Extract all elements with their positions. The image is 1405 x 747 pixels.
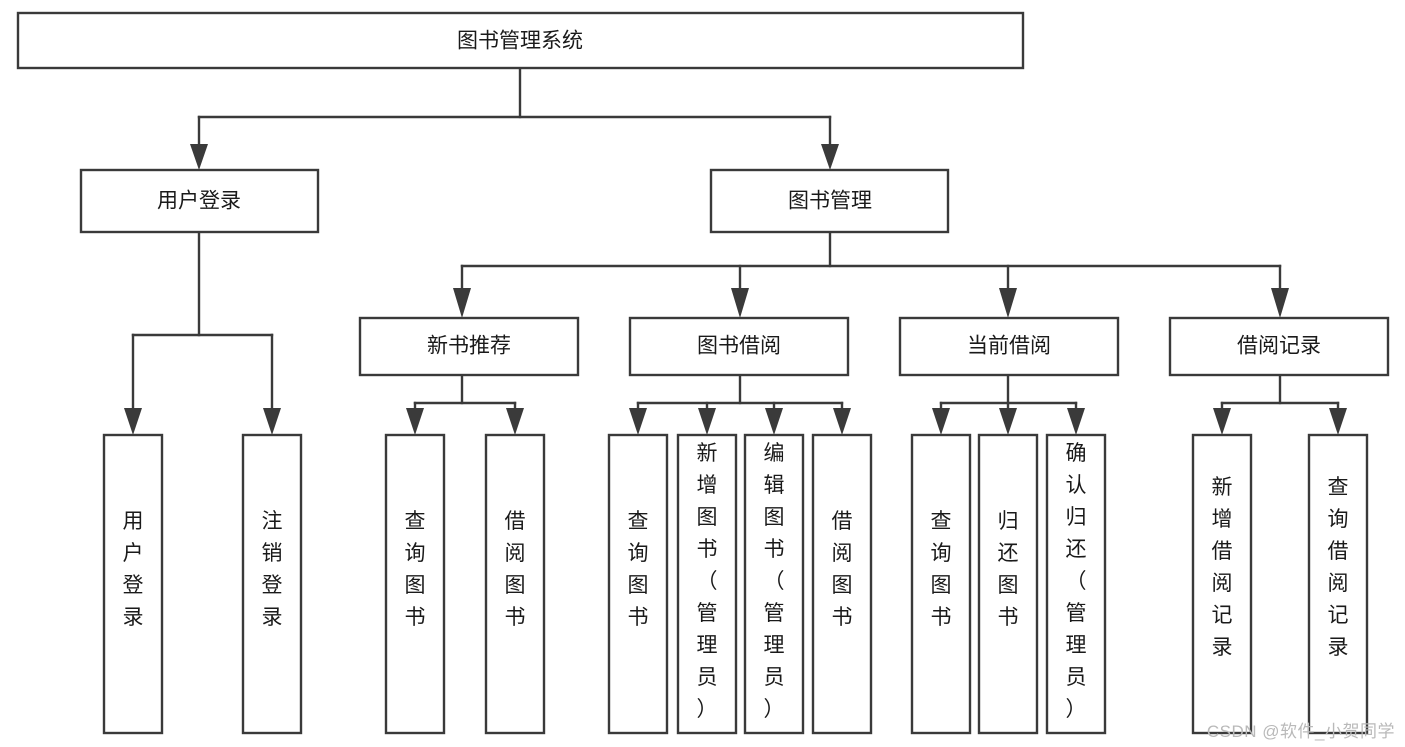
arrowhead-leaf-query-record	[1329, 408, 1347, 435]
arrowhead-leaf-add-book	[698, 408, 716, 435]
leaf-user-login-box[interactable]	[102, 433, 164, 735]
leaf-borrow-book-2-box[interactable]	[811, 433, 873, 735]
node-root[interactable]: 图书管理系统	[16, 11, 1025, 70]
arrowhead-user-login	[190, 144, 208, 170]
leaf-query-book-1-box[interactable]	[384, 433, 446, 735]
arrowhead-leaf-add-record	[1213, 408, 1231, 435]
leaf-add-book-label: 新增图书（管理员）	[697, 442, 718, 721]
leaf-return-book-label: 归还图书	[998, 510, 1019, 629]
leaf-node-query-book-1[interactable]: 查询图书	[384, 433, 446, 735]
node-borrow-record[interactable]: 借阅记录	[1168, 316, 1390, 377]
leaf-query-book-2-box[interactable]	[607, 433, 669, 735]
connector-borrow-record-to-leaves	[1213, 373, 1347, 435]
node-book-management-box[interactable]	[709, 168, 950, 234]
arrowhead-leaf-query-book-3	[932, 408, 950, 435]
arrowhead-new-book-recommend	[453, 288, 471, 318]
leaf-confirm-return-box[interactable]	[1045, 433, 1107, 735]
arrowhead-leaf-borrow-book-2	[833, 408, 851, 435]
leaf-logout-login-label: 注销登录	[262, 510, 283, 629]
arrowhead-book-management	[821, 144, 839, 170]
leaf-user-login-label: 用户登录	[123, 510, 144, 629]
arrowhead-leaf-return-book	[999, 408, 1017, 435]
leaf-node-query-record[interactable]: 查询借阅记录	[1307, 433, 1369, 735]
leaf-add-book-box[interactable]	[676, 433, 738, 735]
leaf-node-edit-book[interactable]: 编辑图书（管理员）	[743, 433, 805, 735]
node-new-book-recommend[interactable]: 新书推荐	[358, 316, 580, 377]
leaf-node-query-book-3[interactable]: 查询图书	[910, 433, 972, 735]
leaf-query-book-2-label: 查询图书	[628, 510, 649, 629]
leaf-add-record-box[interactable]	[1191, 433, 1253, 735]
leaf-query-book-3-box[interactable]	[910, 433, 972, 735]
node-user-login[interactable]: 用户登录	[79, 168, 320, 234]
arrowhead-book-borrow	[731, 288, 749, 318]
connector-book-management-to-level3	[453, 230, 1289, 318]
node-root-box[interactable]	[16, 11, 1025, 70]
leaf-node-add-record[interactable]: 新增借阅记录	[1191, 433, 1253, 735]
node-book-management-label: 图书管理	[788, 190, 872, 213]
connector-current-borrow-to-leaves	[932, 373, 1085, 435]
leaf-logout-login-box[interactable]	[241, 433, 303, 735]
node-current-borrow-label: 当前借阅	[967, 335, 1051, 358]
node-root-label: 图书管理系统	[457, 30, 583, 53]
node-book-borrow-box[interactable]	[628, 316, 850, 377]
leaf-edit-book-box[interactable]	[743, 433, 805, 735]
leaf-borrow-book-1-label: 借阅图书	[505, 510, 526, 629]
connector-user-login-to-leaves	[124, 230, 281, 435]
leaf-node-confirm-return[interactable]: 确认归还（管理员）	[1045, 433, 1107, 735]
arrowhead-current-borrow	[999, 288, 1017, 318]
leaf-query-book-3-label: 查询图书	[931, 510, 952, 629]
leaf-node-borrow-book-2[interactable]: 借阅图书	[811, 433, 873, 735]
leaf-node-logout-login[interactable]: 注销登录	[241, 433, 303, 735]
leaf-return-book-box[interactable]	[977, 433, 1039, 735]
node-new-book-recommend-box[interactable]	[358, 316, 580, 377]
node-borrow-record-label: 借阅记录	[1237, 335, 1321, 358]
node-new-book-recommend-label: 新书推荐	[427, 335, 511, 358]
leaf-node-borrow-book-1[interactable]: 借阅图书	[484, 433, 546, 735]
leaf-node-return-book[interactable]: 归还图书	[977, 433, 1039, 735]
node-book-management[interactable]: 图书管理	[709, 168, 950, 234]
arrowhead-leaf-query-book-1	[406, 408, 424, 435]
arrowhead-leaf-logout-login	[263, 408, 281, 435]
arrowhead-leaf-edit-book	[765, 408, 783, 435]
leaf-query-book-1-label: 查询图书	[405, 510, 426, 629]
leaf-edit-book-label: 编辑图书（管理员）	[764, 442, 785, 721]
leaf-borrow-book-1-box[interactable]	[484, 433, 546, 735]
leaf-confirm-return-label: 确认归还（管理员）	[1066, 442, 1087, 721]
arrowhead-leaf-confirm-return	[1067, 408, 1085, 435]
node-user-login-box[interactable]	[79, 168, 320, 234]
connector-root-to-level2	[190, 66, 839, 170]
leaf-node-user-login[interactable]: 用户登录	[102, 433, 164, 735]
leaf-add-record-label: 新增借阅记录	[1212, 476, 1233, 659]
node-borrow-record-box[interactable]	[1168, 316, 1390, 377]
leaf-node-add-book[interactable]: 新增图书（管理员）	[676, 433, 738, 735]
connector-new-book-recommend-to-leaves	[406, 373, 524, 435]
arrowhead-leaf-user-login	[124, 408, 142, 435]
node-book-borrow[interactable]: 图书借阅	[628, 316, 850, 377]
node-user-login-label: 用户登录	[157, 190, 241, 213]
leaf-borrow-book-2-label: 借阅图书	[832, 510, 853, 629]
leaf-node-query-book-2[interactable]: 查询图书	[607, 433, 669, 735]
connector-book-borrow-to-leaves	[629, 373, 851, 435]
leaf-query-record-label: 查询借阅记录	[1328, 476, 1349, 659]
arrowhead-borrow-record	[1271, 288, 1289, 318]
arrowhead-leaf-query-book-2	[629, 408, 647, 435]
node-book-borrow-label: 图书借阅	[697, 335, 781, 358]
leaf-query-record-box[interactable]	[1307, 433, 1369, 735]
node-current-borrow-box[interactable]	[898, 316, 1120, 377]
node-current-borrow[interactable]: 当前借阅	[898, 316, 1120, 377]
arrowhead-leaf-borrow-book-1	[506, 408, 524, 435]
